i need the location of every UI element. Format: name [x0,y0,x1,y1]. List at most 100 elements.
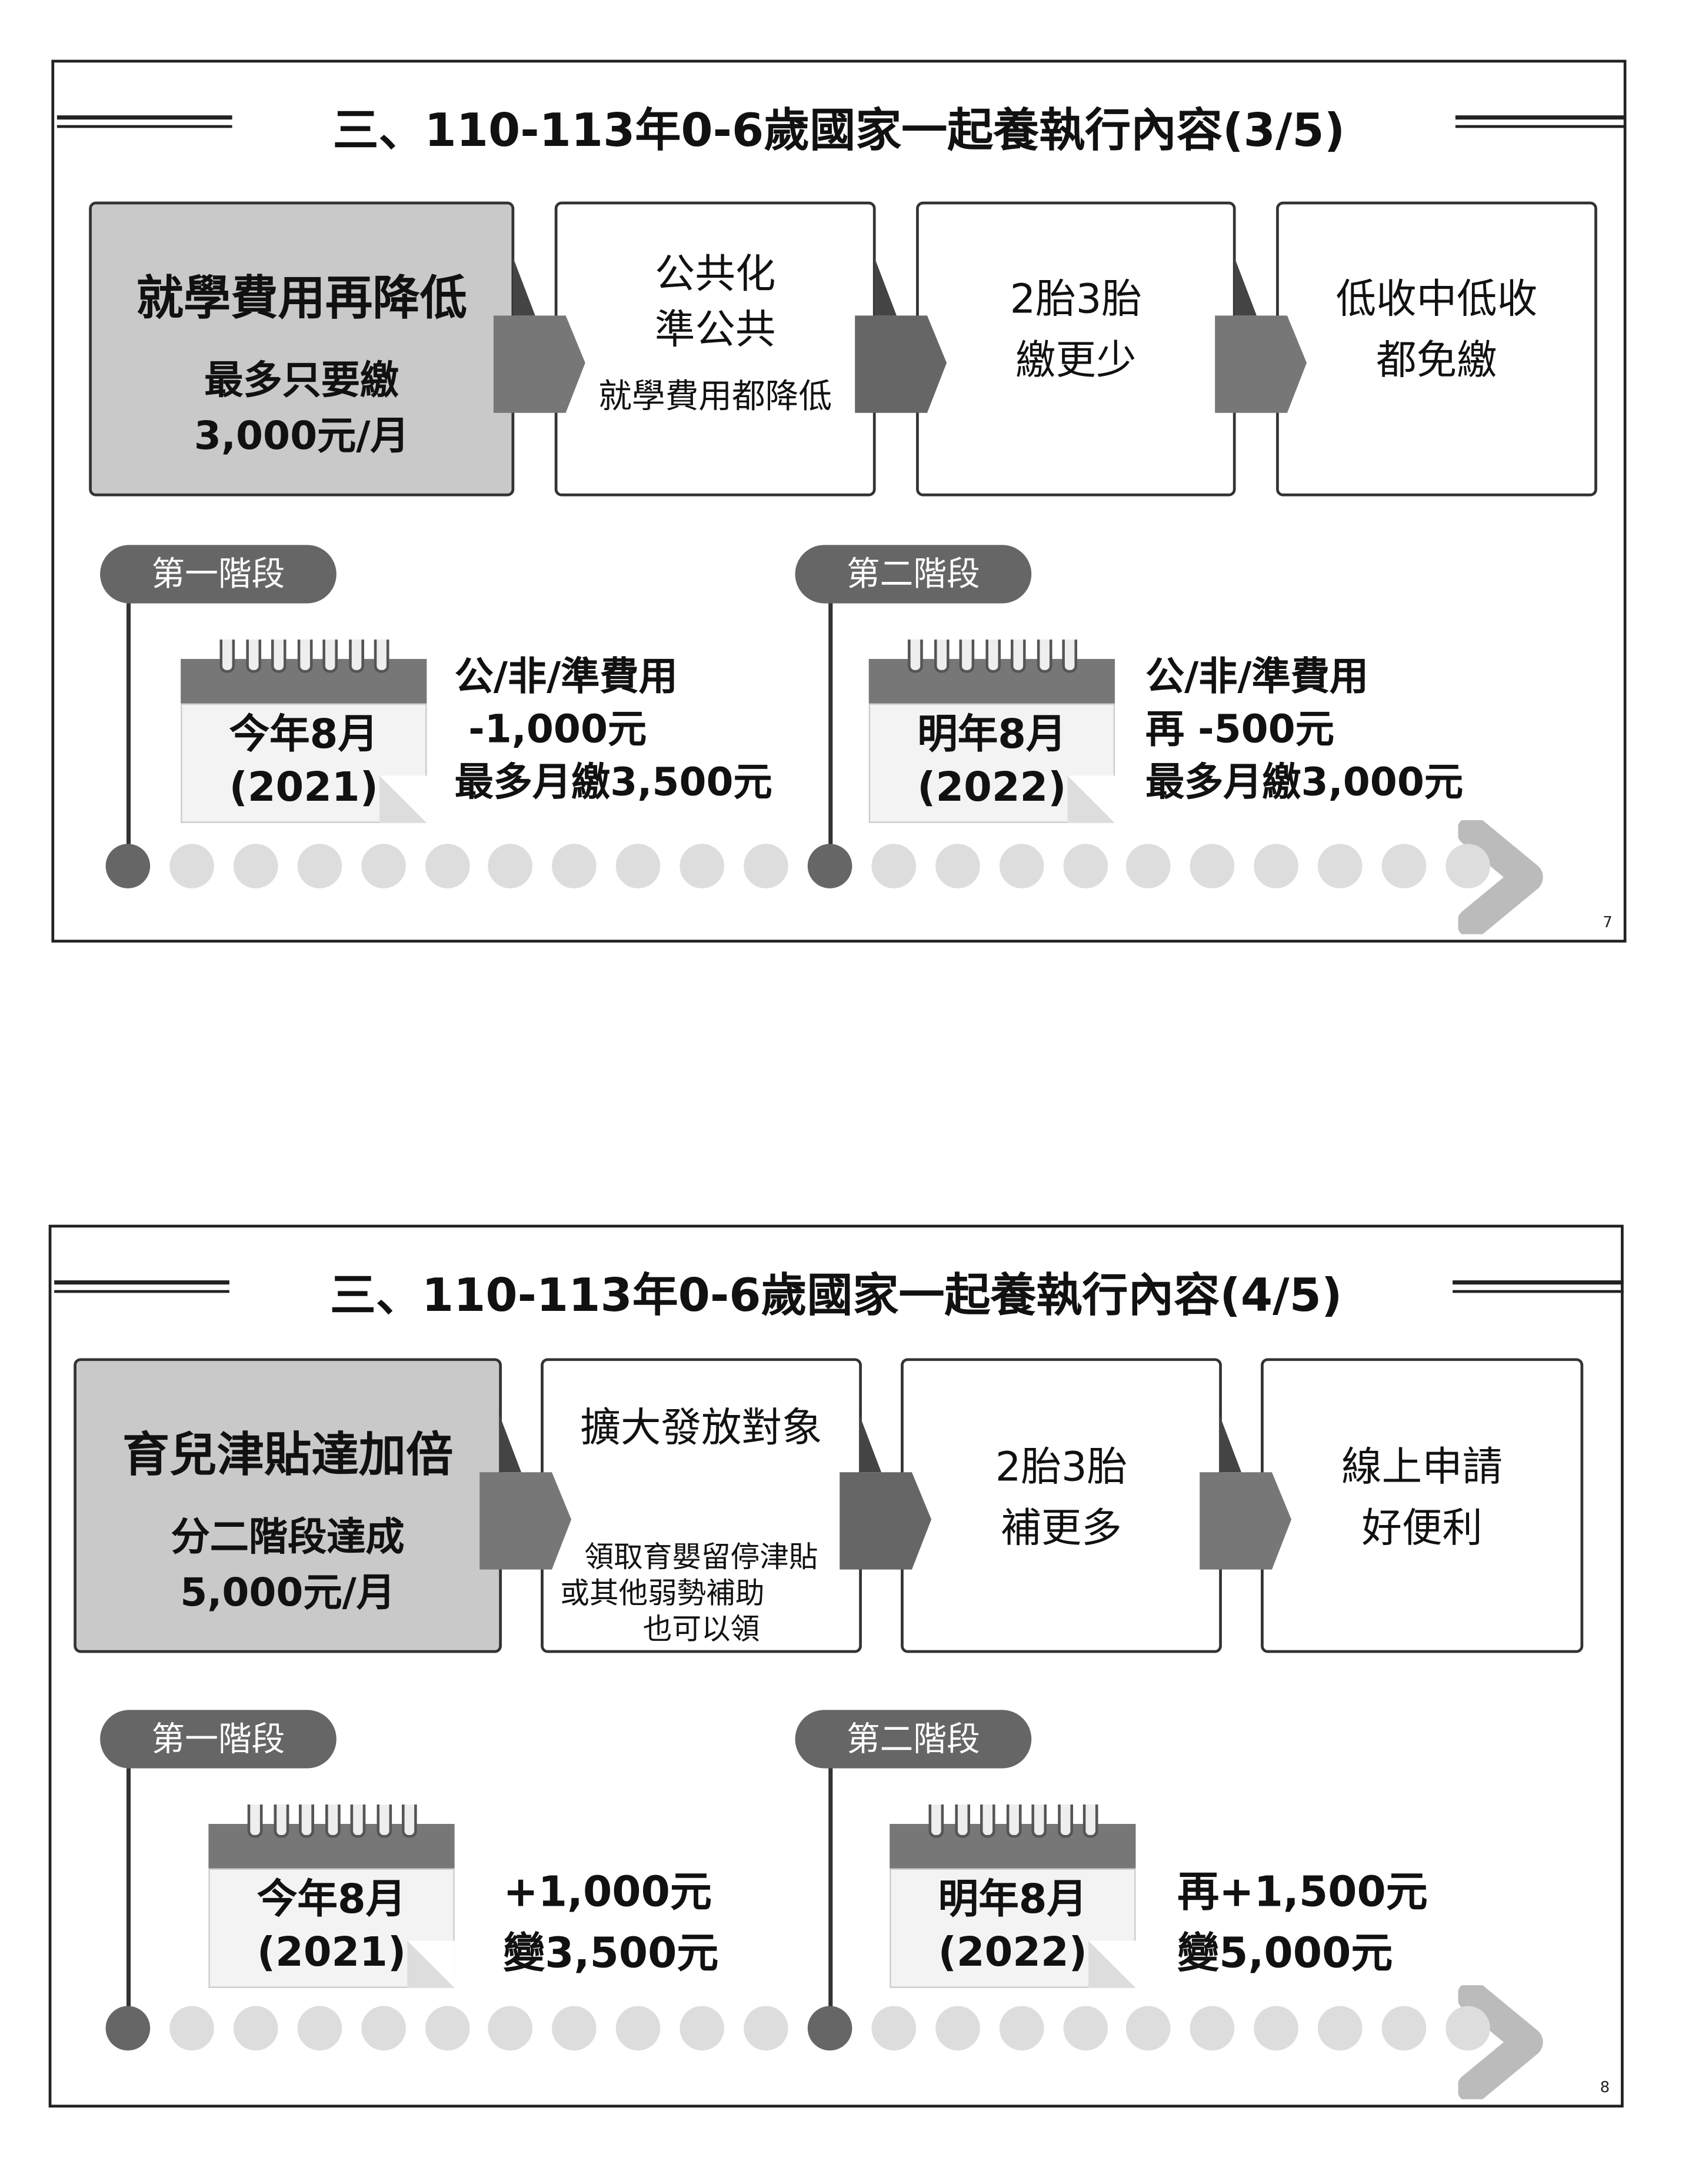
timeline-stem [828,1768,833,2033]
calendar-month: 今年8月 [229,710,378,758]
arrow-icon [840,1413,932,1570]
calendar-icon: 今年8月 (2021) [208,1804,455,1988]
timeline-dot [169,2006,214,2051]
stage-2-pill: 第二階段 [795,1710,1032,1769]
timeline-dot [1190,844,1235,888]
main-line2: 3,000元/月 [194,412,409,459]
info-line: 再 -500元 [1145,706,1334,753]
timeline-dot [807,844,852,888]
timeline-dot [552,2006,597,2051]
step-box-2: 擴大發放對象 領取育嬰留停津貼 或其他弱勢補助 也可以領 [541,1358,862,1653]
calendar-month: 明年8月 [917,710,1067,758]
timeline-dot [488,844,533,888]
box2-line2: 準公共 [654,305,776,354]
arrow-icon [1215,257,1307,413]
calendar-year: (2022) [938,1928,1087,1976]
timeline-dot [361,2006,405,2051]
timeline-dot [871,844,916,888]
stage-1-pill: 第一階段 [100,1710,337,1769]
timeline-dot [680,2006,725,2051]
timeline-dot [1318,844,1363,888]
arrow-icon [493,257,585,413]
box4-line1: 線上申請 [1341,1443,1503,1490]
box3-line2: 補更多 [1001,1504,1122,1552]
calendar-icon: 明年8月(2022) [890,1804,1136,1988]
main-line1: 分二階段達成 [171,1514,405,1560]
stage-2-info: 公/非/準費用 再 -500元 最多月繳3,000元 [1145,651,1463,809]
calendar-year: (2021) [257,1928,407,1976]
box2-line1: 擴大發放對象 [580,1404,822,1451]
box2-sub: 就學費用都降低 [598,377,832,416]
arrow-icon [855,257,947,413]
main-line1: 最多只要繳 [204,357,399,404]
timeline-dot [1190,2006,1235,2051]
timeline-dot [488,2006,533,2051]
timeline-dot [871,2006,916,2051]
timeline-dot [680,844,725,888]
timeline-dot [233,844,278,888]
timeline-dot [1063,2006,1107,2051]
info-line: +1,000元 [503,1868,712,1917]
timeline-dot [935,844,980,888]
timeline-dot [424,844,469,888]
timeline-dot [297,844,342,888]
timeline-dot [807,2006,852,2051]
timeline-dot [1254,2006,1299,2051]
timeline-dot [552,844,597,888]
timeline-dot [616,2006,661,2051]
main-heading: 就學費用再降低 [136,271,467,327]
stage-1-info: 公/非/準費用 -1,000元 最多月繳3,500元 [455,651,772,809]
title-rule-right [1455,115,1627,128]
calendar-year: (2022) [917,763,1067,811]
step-box-3: 2胎3胎 補更多 [901,1358,1222,1653]
title-rule-left [56,115,232,128]
box2-sub2: 或其他弱勢補助 [560,1576,765,1610]
timeline-dot [105,2006,151,2051]
timeline-stem [126,603,131,868]
info-line: 變5,000元 [1177,1929,1393,1979]
page-number: 8 [1600,2078,1610,2097]
slide-title: 三、110-113年0-6歲國家一起養執行內容(4/5) [329,1267,1343,1323]
box4-line1: 低收中低收 [1335,275,1538,323]
main-box: 育兒津貼達加倍 分二階段達成 5,000元/月 [74,1358,502,1653]
box4-line2: 好便利 [1361,1504,1483,1552]
calendar-icon: 明年8月 (2022) [868,639,1115,823]
timeline-dot [744,2006,788,2051]
timeline-dot [1445,2006,1490,2051]
timeline-dot [1318,2006,1363,2051]
timeline-dot [1381,844,1427,888]
title-rule-left [54,1280,229,1293]
page-number: 7 [1603,913,1613,932]
calendar-year: (2021) [229,763,378,811]
stage-1-pill: 第一階段 [100,545,337,604]
timeline-dot [935,2006,980,2051]
main-line2: 5,000元/月 [180,1569,395,1616]
timeline-dot [361,844,405,888]
timeline-dot [1381,2006,1427,2051]
arrow-icon [1200,1413,1292,1570]
info-line: 變3,500元 [503,1929,719,1979]
timeline-dot [744,844,788,888]
timeline-dot [424,2006,469,2051]
calendar-month: 今年8月 [257,1875,407,1923]
arrow-icon [479,1413,572,1570]
calendar-icon: 今年8月 (2021) [181,639,427,823]
step-box-4: 線上申請 好便利 [1261,1358,1584,1653]
timeline-stem [126,1768,131,2033]
box2-sub3: 也可以領 [642,1612,760,1646]
box2-line1: 公共化 [654,250,776,298]
title-rule-right [1453,1280,1624,1293]
main-heading: 育兒津貼達加倍 [122,1427,454,1484]
timeline-dot [1254,844,1299,888]
main-box: 就學費用再降低 最多只要繳 3,000元/月 [89,201,515,497]
timeline-dot [1063,844,1107,888]
info-line: 最多月繳3,500元 [454,759,772,805]
timeline-dot [616,844,661,888]
chevron-right-icon [1458,1985,1543,2099]
slide-8: 三、110-113年0-6歲國家一起養執行內容(4/5) 育兒津貼達加倍 分二階… [48,1224,1624,2108]
info-line: 最多月繳3,000元 [1145,759,1464,805]
chevron-right-icon [1458,820,1543,934]
timeline-dot [105,844,151,888]
info-line: -1,000元 [468,706,647,753]
box3-line1: 2胎3胎 [995,1443,1128,1490]
